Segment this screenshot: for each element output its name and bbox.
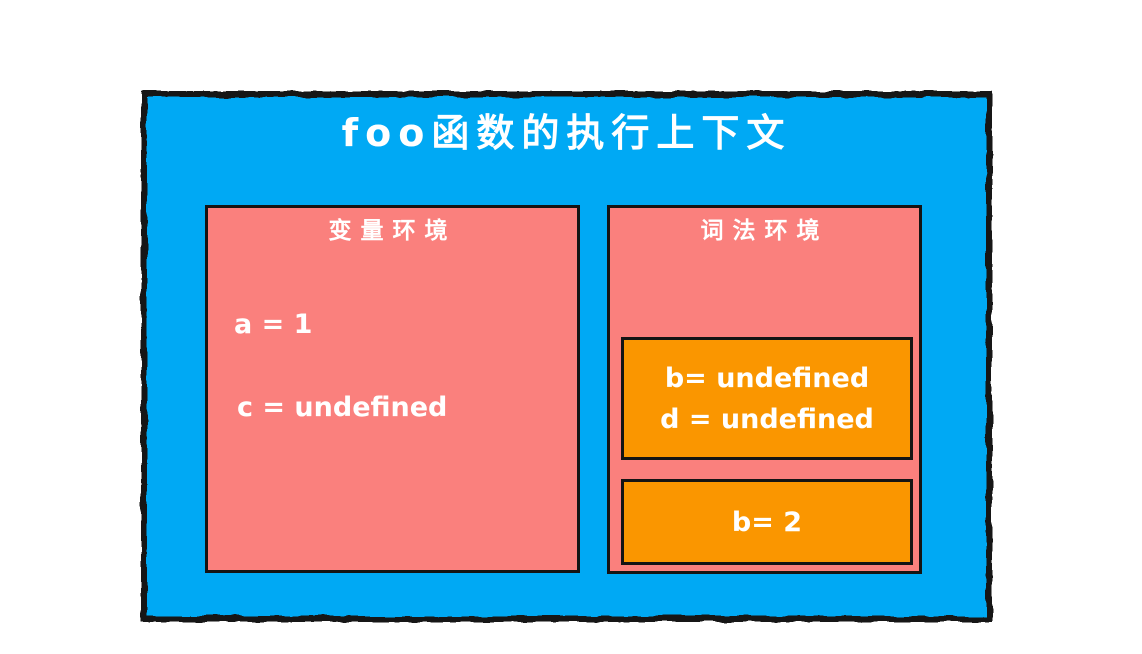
variable-entry-c: c = undefined xyxy=(237,392,448,423)
variable-entry-a: a = 1 xyxy=(234,309,313,340)
scope-entry-b-2: b= 2 xyxy=(731,506,803,538)
scope-entry-b-undefined: b= undefined xyxy=(664,362,870,394)
scope-block-outer: b= undefined d = undefined xyxy=(621,337,913,460)
scope-block-inner: b= 2 xyxy=(621,479,913,565)
lexical-environment-title: 词法环境 xyxy=(700,218,829,244)
lexical-environment-box: 词法环境 b= undefined d = undefined b= 2 xyxy=(607,205,922,574)
variable-environment-box: 变量环境 a = 1 c = undefined xyxy=(205,205,580,573)
scope-entry-d-undefined: d = undefined xyxy=(660,403,874,435)
execution-context-box: foo函数的执行上下文 变量环境 a = 1 c = undefined 词法环… xyxy=(141,91,992,622)
execution-context-title: foo函数的执行上下文 xyxy=(341,111,792,155)
variable-environment-title: 变量环境 xyxy=(328,218,457,244)
